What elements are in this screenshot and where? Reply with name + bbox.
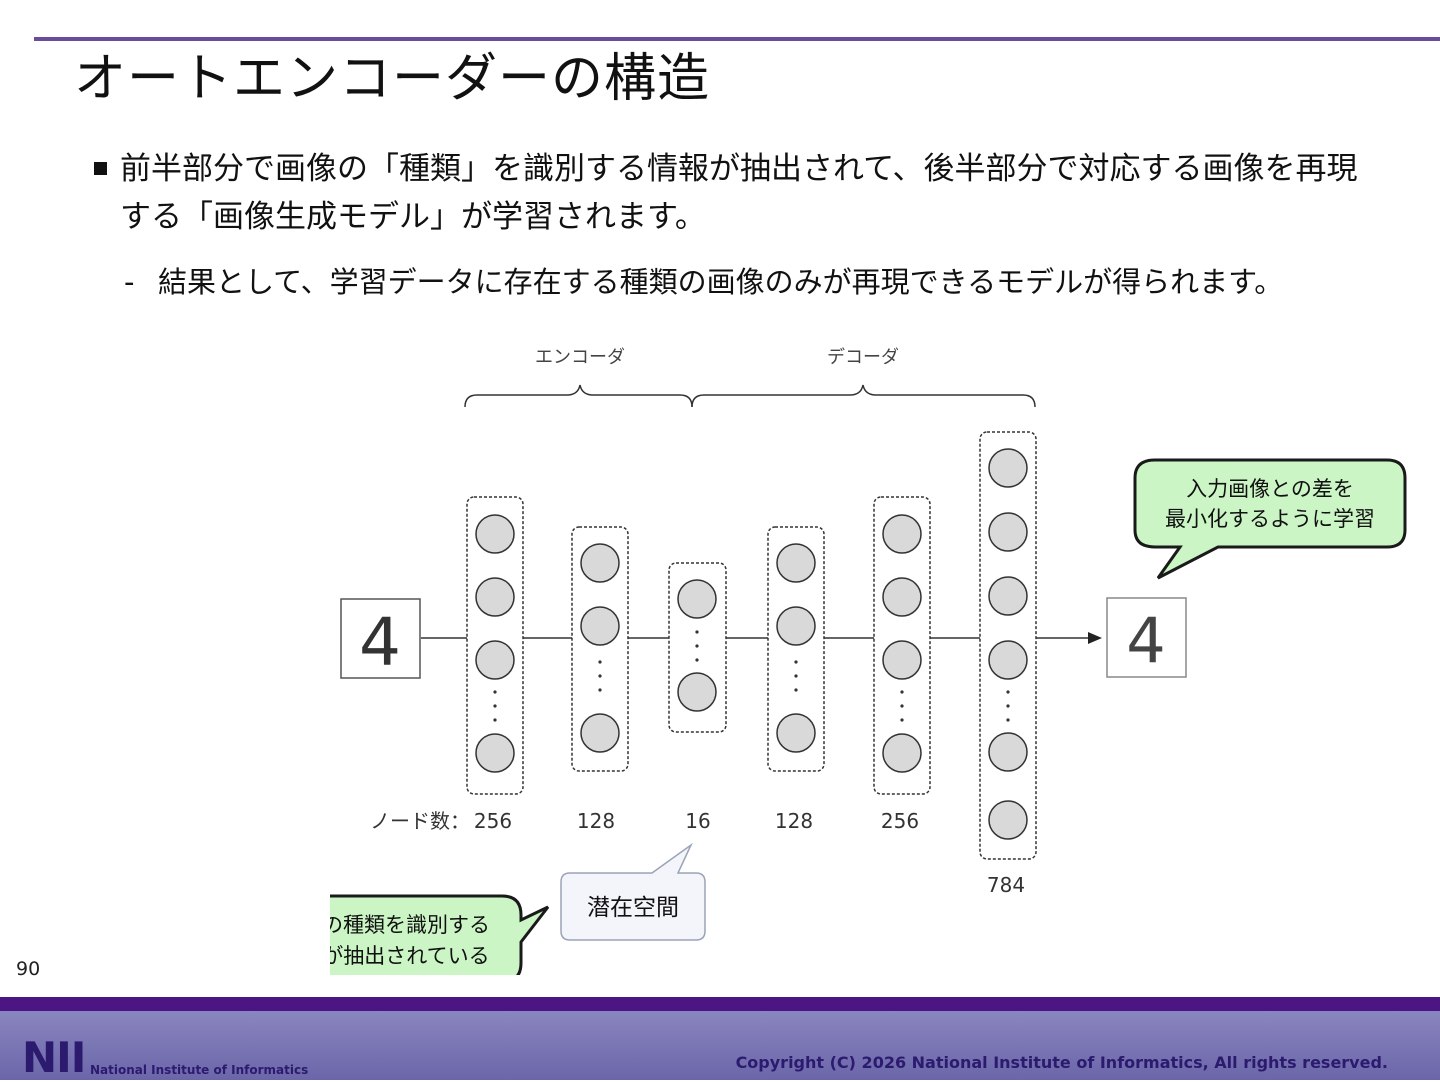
- main-bullet: 前半部分で画像の「種類」を識別する情報が抽出されて、後半部分で対応する画像を再現…: [94, 145, 1364, 241]
- neuron-node: [988, 448, 1028, 488]
- neuron-node: [988, 576, 1028, 616]
- footer-body: NII National Institute of Informatics Co…: [0, 1011, 1440, 1080]
- page-number: 90: [16, 958, 41, 980]
- main-bullet-text: 前半部分で画像の「種類」を識別する情報が抽出されて、後半部分で対応する画像を再現…: [120, 151, 1358, 235]
- copyright-notice: Copyright (C) 2026 National Institute of…: [735, 1053, 1388, 1072]
- neuron-node: [475, 640, 515, 680]
- layer-size-label: 256: [474, 809, 512, 833]
- layer-size-label: 784: [987, 873, 1025, 897]
- decoder-brace: [691, 384, 1036, 408]
- neuron-node: [475, 514, 515, 554]
- square-bullet-icon: [94, 162, 107, 175]
- output-arrowhead-icon: [1088, 632, 1102, 644]
- nii-logo-subtitle: National Institute of Informatics: [90, 1063, 309, 1077]
- loss-callout-line2: 最小化するように学習: [1165, 507, 1375, 531]
- title-rule: [34, 37, 1440, 41]
- neuron-node: [580, 606, 620, 646]
- sub-bullet-text: 結果として、学習データに存在する種類の画像のみが再現できるモデルが得られます。: [158, 265, 1284, 299]
- latent-space-label: 潜在空間: [587, 895, 679, 921]
- neuron-node: [988, 800, 1028, 840]
- neuron-node: [677, 579, 717, 619]
- encoder-label: エンコーダ: [535, 347, 625, 368]
- input-image: [340, 598, 421, 679]
- footer: NII National Institute of Informatics Co…: [0, 997, 1440, 1080]
- neuron-node: [475, 577, 515, 617]
- neuron-node: [882, 577, 922, 617]
- neuron-node: [882, 514, 922, 554]
- layer-output-784: [979, 431, 1037, 860]
- nii-logo: NII: [22, 1033, 86, 1082]
- encoder-callout-line2: 情報が抽出されている: [330, 944, 490, 968]
- neuron-node: [988, 512, 1028, 552]
- sub-bullet: - 結果として、学習データに存在する種類の画像のみが再現できるモデルが得られます…: [124, 260, 1354, 304]
- layer-size-label: 128: [775, 809, 813, 833]
- neuron-node: [580, 543, 620, 583]
- dash-bullet-marker: -: [124, 265, 135, 299]
- layer-latent-16: [668, 562, 727, 733]
- output-image: [1106, 597, 1187, 678]
- layer-size-label: 16: [685, 809, 710, 833]
- encoder-callout-line1: 画像の種類を識別する: [330, 913, 490, 937]
- layer-decoder-128: [767, 526, 825, 772]
- latent-space-callout: 潜在空間: [560, 842, 706, 941]
- neuron-node: [882, 640, 922, 680]
- neuron-node: [988, 640, 1028, 680]
- neuron-node: [580, 713, 620, 753]
- layer-encoder-128: [571, 526, 629, 772]
- neuron-node: [776, 713, 816, 753]
- neuron-node: [776, 606, 816, 646]
- layer-decoder-256: [873, 496, 931, 795]
- neuron-node: [475, 733, 515, 773]
- encoder-brace: [464, 384, 693, 408]
- layer-size-label: 128: [577, 809, 615, 833]
- neuron-node: [677, 672, 717, 712]
- neuron-node: [882, 733, 922, 773]
- footer-bar: [0, 997, 1440, 1011]
- layer-encoder-256: [466, 496, 524, 795]
- slide-title: オートエンコーダーの構造: [74, 49, 711, 109]
- decoder-label: デコーダ: [827, 347, 899, 368]
- neuron-node: [776, 543, 816, 583]
- neuron-node: [988, 732, 1028, 772]
- loss-callout-line1: 入力画像との差を: [1186, 477, 1354, 501]
- input-digit: 4: [359, 604, 401, 681]
- layer-size-label: 256: [881, 809, 919, 833]
- output-digit: 4: [1126, 604, 1165, 677]
- encoder-callout: 画像の種類を識別する 情報が抽出されている: [330, 894, 550, 975]
- autoencoder-diagram: エンコーダ デコーダ 4 4: [330, 347, 1407, 975]
- loss-callout: 入力画像との差を 最小化するように学習: [1133, 458, 1407, 580]
- node-count-prefix: ノード数：: [370, 809, 470, 833]
